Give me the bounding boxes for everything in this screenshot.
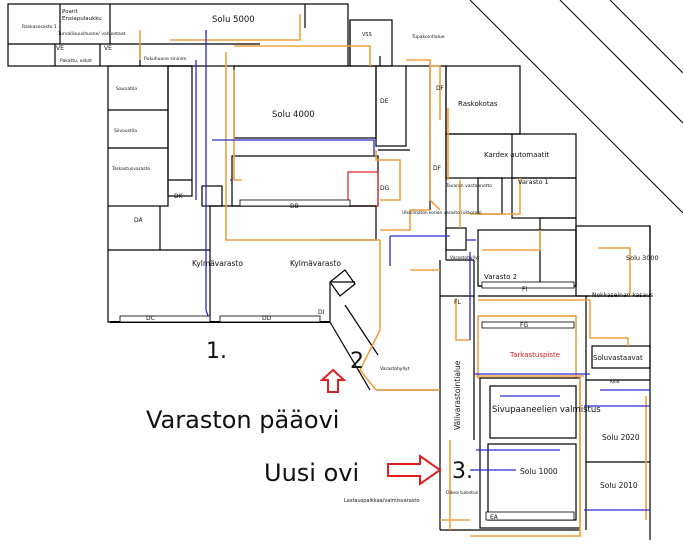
code-de: DE [380,98,389,105]
code-di: DI [318,309,325,316]
label-turvallisuus: Turvallisuushuone/ valvontaat [57,31,126,37]
label-raskokotas: Raskokotas [458,100,498,108]
code-dg: DG [380,185,390,192]
label-saunatila: Saunatila [116,86,137,92]
label-siivoustila: Siivoustila [114,128,137,134]
code-labels: DA DB DC DD DE DF DF DG DI DK FI FL FG E… [56,45,528,521]
label-ulkovarasto: Ulkoilmaton korien varasto (ukkoraa) [402,210,482,216]
room-labels: Poarit Ensiapulaukku Raskasosasto 1 Turv… [22,9,659,504]
code-dk: DK [174,193,184,200]
shelving-rows [119,199,575,521]
arrow-up-icon [319,368,347,393]
main-door-label: Varaston pääovi [146,406,339,434]
orange-routes [139,14,647,537]
label-solu5000: Solu 5000 [212,15,255,25]
label-tarkastuspiste: Tarkastuspiste [509,351,560,359]
label-solunosta: Soluvastaavat [593,354,643,362]
label-porfit: Poarit [62,9,79,15]
label-varastohyllyt2: Varastohyllyt [380,366,410,372]
code-ve2: VE [104,45,112,52]
code-dc: DC [146,315,155,322]
label-kola: Kola [610,379,620,385]
label-solu3000: Solu 3000 [626,254,659,262]
label-tupakointi: Tupakointialue [411,34,445,40]
code-ea: EA [490,514,499,521]
code-df2: DF [433,165,442,172]
code-df1: DF [436,85,445,92]
red-annotations: 1. 2 3. Varaston pääovi Uusi ovi [146,339,473,487]
code-fl: FL [454,299,461,306]
label-solu2010: Solu 2010 [600,481,638,490]
label-varasto1: Varasto 1 [518,178,549,186]
code-db: DB [290,203,299,210]
code-da: DA [134,217,144,224]
label-kylmavarasto2: Kylmävarasto [290,259,341,268]
label-varasto2: Varasto 2 [484,273,517,281]
label-enslapulaukku: Ensiapulaukku [62,16,102,22]
code-dd: DD [262,315,272,322]
label-pakattu: Pakattu, eskat [60,58,92,64]
new-door-label: Uusi ovi [264,459,359,487]
label-tarkastus-varasto: Tarkastusvarasto [111,166,150,172]
label-solu4000: Solu 4000 [272,110,315,120]
marker-3: 3. [452,459,473,484]
label-raskasosasto: Raskasosasto 1 [22,24,57,30]
label-kardex: Kardex automaatit [484,151,549,159]
label-solu2020: Solu 2020 [602,433,640,442]
label-solu1000: Solu 1000 [520,467,558,476]
arrow-right-icon [387,454,442,486]
label-kylmavarasto1: Kylmävarasto [192,259,243,268]
label-nokkaseinan: Nokkaseinan kasaus [592,292,653,299]
label-oikea: Oikea tulostus [446,490,479,496]
label-vss: VSS [362,32,372,38]
label-pukuhuone: Pukuhuone sininen [144,56,187,62]
label-sivupaneelien: Sivupaaneelien valmistus [492,405,601,415]
label-tavaran: Tavaran vastaanotto [445,183,492,189]
marker-1: 1. [206,339,227,364]
label-lastaus: Lastauspaikkaa/valmisvarasto [344,498,419,504]
code-fg: FG [520,322,528,329]
label-varastohyllyt1: Varastohyllyt [450,255,480,261]
label-valivarastointialue: Välivarastointialue [453,360,462,430]
code-ve1: VE [56,45,64,52]
walls [7,3,651,540]
marker-2: 2 [350,349,364,374]
code-fi: FI [522,286,527,293]
diagonal-hatch [469,0,683,214]
